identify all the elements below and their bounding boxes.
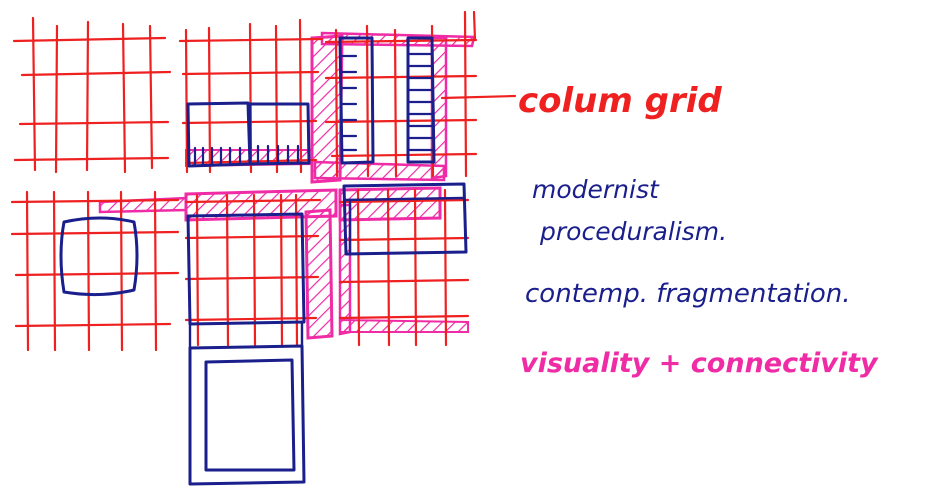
modernist-label: modernist [532,175,660,204]
horizontal-band-right-hatch [340,188,440,220]
upper-tower-left-rungs [342,56,356,150]
grid-block-lower-left [12,192,178,350]
upper-tower-right [408,38,434,162]
proceduralism-label: proceduralism. [539,217,727,246]
upper-tower-right-rungs [408,54,432,150]
bottom-extension-link [190,322,302,348]
mid-band-hatch [315,162,444,180]
column-grid-label: colum grid [518,81,722,121]
bottom-extension-inner [206,360,294,470]
contemp-fragmentation-label: contemp. fragmentation. [525,279,851,309]
column-grid-pointer [442,96,515,98]
lower-left-volume [61,218,137,295]
grid-block-upper-left [14,18,170,172]
visuality-connectivity-label: visuality + connectivity [520,348,879,379]
lower-middle-volume [188,214,304,324]
